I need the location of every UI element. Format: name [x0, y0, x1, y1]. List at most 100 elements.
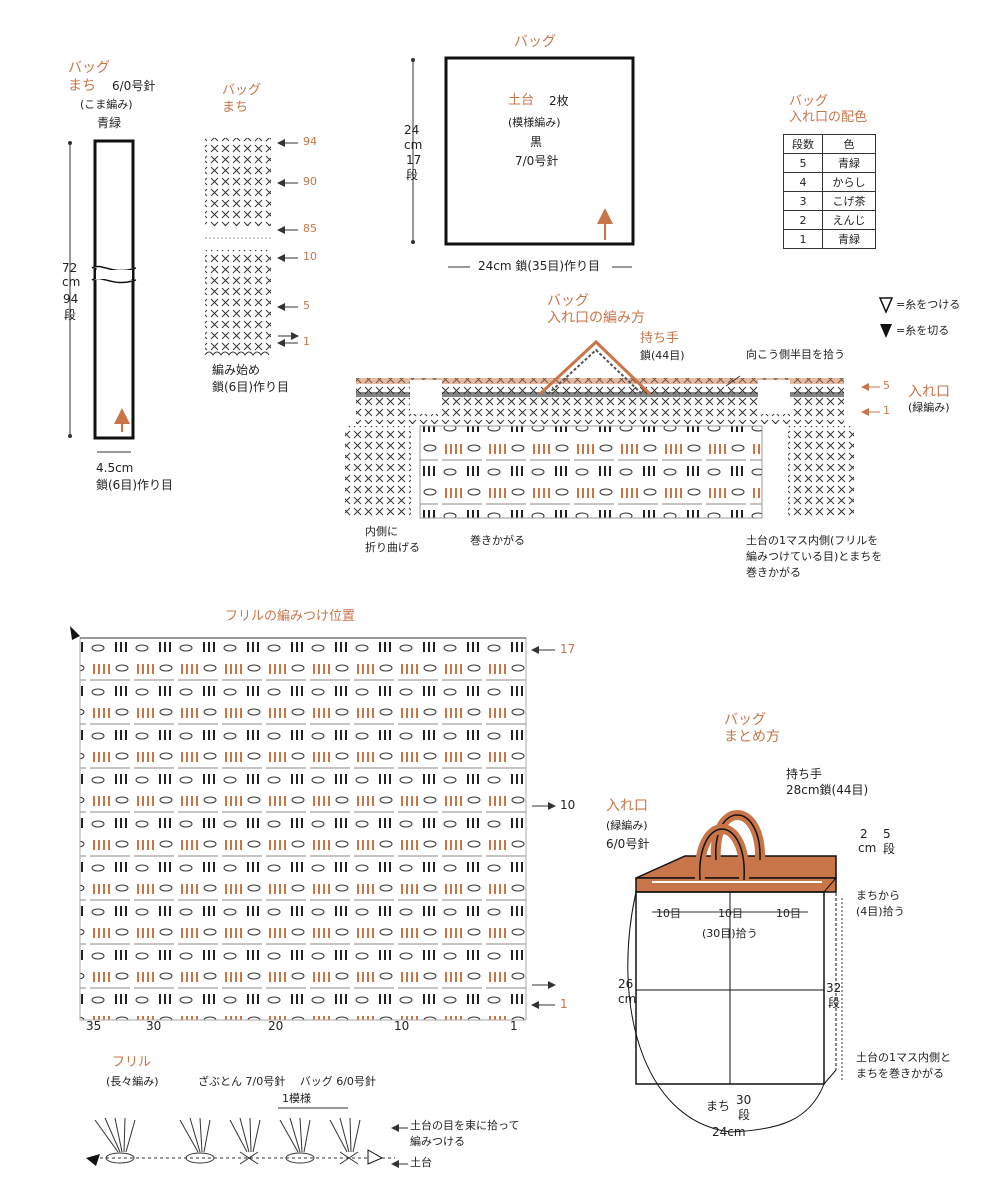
opening-row5: 5	[883, 379, 890, 392]
gusset-needle: 6/0号針	[112, 79, 156, 93]
gusset-row-1: 1	[303, 335, 310, 348]
gusset-height-rows-unit: 段	[64, 308, 77, 322]
frill-pickup-1: 土台の目を束に拾って	[410, 1119, 520, 1132]
gusset-rect	[68, 139, 137, 453]
opening-edge-2: 編みつけている目)とまちを	[746, 550, 883, 563]
assembly-bottom-width: 24cm	[712, 1125, 746, 1139]
gusset-height-rows: 94	[63, 292, 79, 306]
assembly-gusset-pick-2: (4目)拾う	[856, 905, 905, 918]
base-square	[411, 56, 635, 268]
assembly-side-rows-unit: 段	[828, 996, 841, 1010]
gusset-title: バッグ	[68, 60, 110, 76]
base-title: バッグ	[514, 34, 556, 50]
assembly-seg2: 10目	[718, 907, 743, 920]
gusset-row-5: 5	[303, 299, 310, 312]
assembly-seg1: 10目	[656, 907, 681, 920]
legend-symbols	[878, 297, 894, 338]
base-color: 黒	[530, 135, 543, 149]
gusset-subtitle: まち	[68, 78, 96, 94]
opening-pickup-note: 向こう側半目を拾う	[746, 348, 845, 361]
assembly-seg3: 10目	[776, 907, 801, 920]
assembly-height-cm: 26	[618, 977, 634, 991]
gusset-chart	[204, 138, 299, 356]
assembly-side-rows: 32	[826, 981, 842, 995]
base-stitch: (模様編み)	[508, 116, 561, 129]
gusset-row-10: 10	[303, 250, 317, 263]
color-table-header-color: 色	[822, 134, 876, 154]
opening-whip: 巻きかがる	[470, 534, 525, 547]
gusset-foundation: 鎖(6目)作り目	[96, 478, 173, 492]
assembly-handle-length: 28cm鎖(44目)	[786, 783, 869, 797]
assembly-rim-rows: 5	[883, 827, 891, 841]
assembly-rim-rows-unit: 段	[883, 842, 896, 856]
frill-pos-row1: 1	[560, 997, 568, 1011]
gusset-row-85: 85	[303, 222, 317, 235]
assembly-opening-needle: 6/0号針	[606, 837, 650, 851]
assembly-gusset-pick-1: まちから	[856, 889, 900, 902]
assembly-opening-label: 入れ口	[606, 798, 648, 814]
assembly-rim-unit: cm	[858, 841, 877, 855]
gusset-height-unit: cm	[62, 275, 81, 289]
color-table-header-rows: 段数	[783, 134, 823, 154]
base-width: 24cm 鎖(35目)作り目	[478, 259, 601, 273]
opening-stitch: (緑編み)	[908, 401, 950, 414]
frill-pos-x20: 20	[268, 1019, 284, 1033]
opening-chart	[345, 339, 880, 519]
assembly-opening-stitch: (緑編み)	[606, 819, 648, 832]
gusset-chart-title: バッグ	[222, 83, 262, 98]
opening-row1: 1	[883, 404, 890, 417]
opening-edge-1: 土台の1マス内側(フリルを	[746, 534, 879, 547]
frill-pos-x35: 35	[86, 1019, 102, 1033]
assembly-total-pick: (30目)拾う	[702, 927, 758, 940]
opening-handle-chain: 鎖(44目)	[640, 349, 685, 362]
gusset-width: 4.5cm	[96, 461, 134, 475]
base-height-cm: 24	[404, 123, 420, 137]
assembly-seam-2: まちを巻きかがる	[856, 1067, 944, 1080]
assembly-bottom-rows: 30	[736, 1093, 752, 1107]
frill-pos-x1: 1	[510, 1019, 518, 1033]
gusset-stitch: (こま編み)	[80, 98, 133, 111]
frill-pos-row17: 17	[560, 642, 576, 656]
legend-attach: =糸をつける	[896, 298, 961, 311]
frill-title: フリル	[112, 1055, 152, 1070]
frill-pickup-2: 編みつける	[410, 1135, 465, 1148]
opening-handle-label: 持ち手	[640, 331, 680, 346]
base-height-rows-unit: 段	[406, 168, 419, 182]
opening-label: 入れ口	[908, 384, 950, 400]
gusset-start-label: 編み始め	[212, 363, 261, 377]
gusset-chart-subtitle: まち	[222, 100, 249, 115]
gusset-row-94: 94	[303, 135, 317, 148]
assembly-bottom-label: まち	[706, 1099, 731, 1113]
gusset-height-cm: 72	[62, 261, 78, 275]
frill-stitch: (長々編み)	[106, 1075, 159, 1088]
base-needle: 7/0号針	[515, 154, 559, 168]
opening-fold-2: 折り曲げる	[365, 541, 420, 554]
frill-needle-note: ざぶとん 7/0号針 バッグ 6/0号針	[198, 1075, 376, 1088]
color-table-title: バッグ	[789, 94, 829, 109]
assembly-title: バッグ	[724, 712, 766, 728]
assembly-seam-1: 土台の1マス内側と	[856, 1051, 951, 1064]
gusset-color: 青緑	[97, 116, 122, 130]
assembly-subtitle: まとめ方	[724, 729, 780, 745]
base-count: 2枚	[549, 94, 569, 108]
assembly-bag	[627, 810, 843, 1133]
gusset-chart-foundation: 鎖(6目)作り目	[212, 380, 289, 394]
base-height-rows: 17	[406, 153, 422, 167]
assembly-bottom-rows-unit: 段	[738, 1108, 751, 1122]
assembly-rim-cm: 2	[860, 827, 868, 841]
opening-fold-1: 内側に	[365, 525, 398, 538]
color-table-subtitle: 入れ口の配色	[789, 110, 868, 125]
opening-title: バッグ	[547, 293, 589, 309]
base-piece: 土台	[508, 93, 535, 108]
opening-edge-3: 巻きかがる	[746, 566, 801, 579]
frill-position-chart	[70, 626, 556, 1021]
frill-diagram	[86, 1107, 408, 1168]
frill-pos-row10: 10	[560, 798, 576, 812]
frill-base-label: 土台	[410, 1156, 432, 1169]
